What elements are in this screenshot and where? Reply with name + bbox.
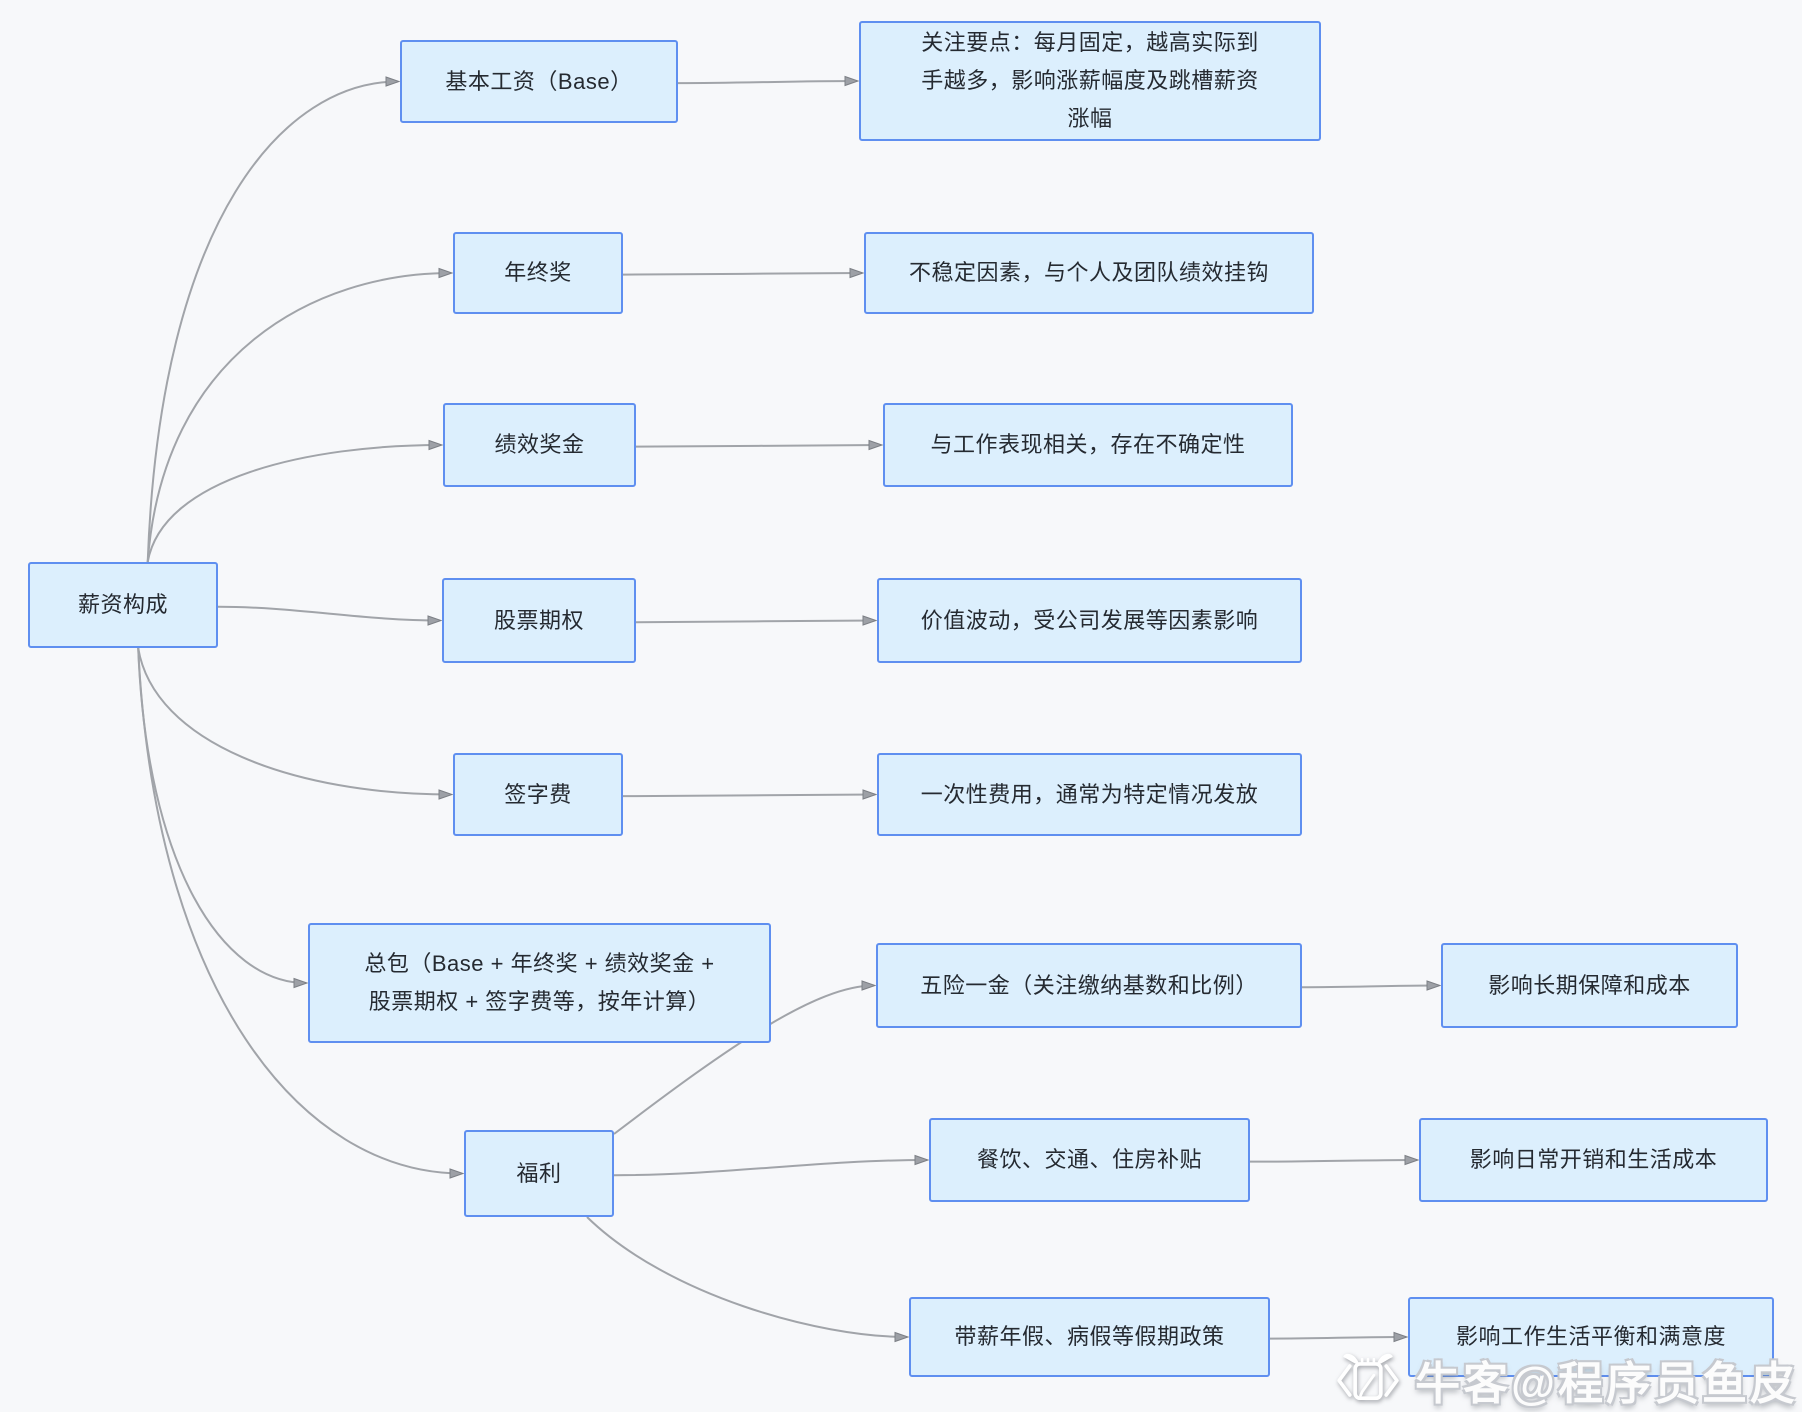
node-benefits[interactable]: 福利	[464, 1130, 614, 1217]
edge-perf-perf_note	[635, 439, 884, 451]
node-signing-bonus-note[interactable]: 一次性费用，通常为特定情况发放	[877, 753, 1302, 836]
watermark-text: 牛客@程序员鱼皮	[1415, 1358, 1798, 1409]
node-salary-composition[interactable]: 薪资构成	[28, 562, 218, 648]
node-stock-options[interactable]: 股票期权	[442, 578, 636, 663]
edge-annual-annual_note	[622, 267, 865, 279]
edge-root-perf	[146, 439, 444, 563]
notebook-body	[1353, 1361, 1383, 1400]
node-signing-bonus[interactable]: 签字费	[453, 753, 623, 836]
left-angle-bracket	[1337, 1363, 1352, 1397]
node-annual-bonus[interactable]: 年终奖	[453, 232, 623, 314]
edge-root-total	[137, 647, 309, 989]
edge-root-sign	[137, 647, 454, 800]
node-annual-bonus-note[interactable]: 不稳定因素，与个人及团队绩效挂钩	[864, 232, 1314, 314]
edge-welfare-meal	[613, 1154, 930, 1177]
edge-root-base	[146, 76, 401, 563]
node-stock-options-note[interactable]: 价值波动，受公司发展等因素影响	[877, 578, 1302, 663]
edge-root-welfare	[137, 647, 465, 1179]
edge-sign-sign_note	[622, 789, 878, 800]
edge-root-annual	[146, 267, 454, 563]
edge-meal-meal_note	[1249, 1154, 1420, 1166]
edge-welfare-leave	[586, 1216, 910, 1343]
edge-leave-leave_note	[1269, 1331, 1409, 1343]
binding-ticks	[1360, 1357, 1376, 1365]
node-social-insurance-note[interactable]: 影响长期保障和成本	[1441, 943, 1738, 1028]
node-leave-policy[interactable]: 带薪年假、病假等假期政策	[909, 1297, 1270, 1377]
edge-stock-stock_note	[635, 615, 878, 626]
node-leave-policy-note[interactable]: 影响工作生活平衡和满意度	[1408, 1297, 1774, 1377]
node-base-salary-note[interactable]: 关注要点：每月固定，越高实际到手越多，影响涨薪幅度及跳槽薪资涨幅	[859, 21, 1321, 141]
node-performance-bonus[interactable]: 绩效奖金	[443, 403, 636, 487]
node-subsidies[interactable]: 餐饮、交通、住房补贴	[929, 1118, 1250, 1202]
watermark: 牛客@程序员鱼皮	[1333, 1347, 1798, 1412]
right-horn	[1377, 1353, 1393, 1364]
node-social-insurance[interactable]: 五险一金（关注缴纳基数和比例）	[876, 943, 1302, 1028]
edge-base-base_note	[677, 75, 860, 87]
left-horn	[1343, 1353, 1360, 1364]
node-performance-bonus-note[interactable]: 与工作表现相关，存在不确定性	[883, 403, 1293, 487]
node-base-salary[interactable]: 基本工资（Base）	[400, 40, 678, 123]
pencil-stroke	[1359, 1373, 1376, 1397]
niuke-bull-notebook-logo-icon	[1337, 1353, 1399, 1400]
edge-root-stock	[217, 605, 443, 626]
node-subsidies-note[interactable]: 影响日常开销和生活成本	[1419, 1118, 1768, 1202]
right-angle-bracket	[1384, 1363, 1399, 1397]
edge-insurance-insurance_note	[1301, 980, 1442, 991]
node-total-package[interactable]: 总包（Base + 年终奖 + 绩效奖金 + 股票期权 + 签字费等，按年计算）	[308, 923, 771, 1043]
